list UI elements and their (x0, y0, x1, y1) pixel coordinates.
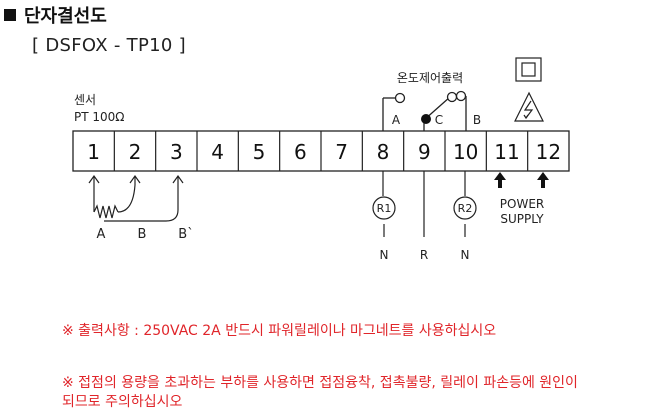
bullet-square-icon (4, 9, 16, 21)
title-row: 단자결선도 (0, 2, 107, 28)
sensor-type-label: PT 100Ω (74, 110, 124, 124)
terminal-9: 9 (418, 140, 431, 164)
relay-r1-label: R1 (377, 202, 392, 215)
sensor-letter-a: A (97, 227, 106, 242)
contact-c-label: C (435, 113, 443, 127)
terminal-11: 11 (494, 140, 519, 164)
caution-note: ※ 접점의 용량을 초과하는 부하를 사용하면 접점융착, 접촉불량, 릴레이 … (62, 374, 669, 412)
terminal-4: 4 (211, 140, 224, 164)
terminal-8: 8 (377, 140, 390, 164)
page-title: 단자결선도 (24, 6, 107, 27)
sensor-arrow-3 (172, 174, 184, 184)
caution-note-line2: 되므로 주의하십시오 (62, 394, 183, 410)
sensor-arrow-1 (88, 174, 100, 184)
terminal-7: 7 (335, 140, 348, 164)
output-wiring (372, 171, 477, 237)
sensor-label: 센서 (74, 93, 96, 107)
high-voltage-warning-icon (514, 91, 544, 122)
contact-b-label: B (473, 113, 481, 127)
output-label-r: R (420, 248, 428, 262)
terminal-12: 12 (536, 140, 561, 164)
sensor-letter-b-prime: B` (178, 227, 193, 242)
model-name: [ DSFOX - TP10 ] (32, 35, 186, 56)
contact-a-terminal (394, 92, 406, 104)
output-label-n2: N (461, 248, 470, 262)
terminal-5: 5 (253, 140, 266, 164)
contact-b-terminal-left (446, 91, 458, 103)
supply-label: SUPPLY (500, 212, 544, 226)
sensor-arrow-2 (129, 174, 141, 184)
power-arrow-11 (494, 172, 506, 188)
sensor-wire-2 (117, 184, 136, 213)
resistor-symbol (93, 204, 119, 219)
sensor-wiring (88, 174, 184, 222)
relay-r2-circle (453, 196, 477, 220)
power-supply-arrows (494, 172, 549, 188)
output-note: ※ 출력사항 : 250VAC 2A 반드시 파워릴레이나 마그네트를 사용하십… (62, 323, 497, 339)
contact-a-label: A (392, 113, 401, 127)
terminal-6: 6 (294, 140, 307, 164)
relay-r2-label: R2 (458, 202, 473, 215)
output-label-n1: N (380, 248, 389, 262)
terminal-10: 10 (453, 140, 478, 164)
caution-note-line1: ※ 접점의 용량을 초과하는 부하를 사용하면 접점융착, 접촉불량, 릴레이 … (62, 375, 578, 391)
terminal-3: 3 (170, 140, 183, 164)
power-arrow-12 (537, 172, 549, 188)
terminal-1: 1 (87, 140, 100, 164)
output-title: 온도제어출력 (397, 71, 463, 85)
terminal-2: 2 (129, 140, 142, 164)
ground-symbol (515, 57, 542, 82)
power-label: POWER (500, 197, 544, 211)
sensor-wire-3 (104, 209, 179, 222)
sensor-letter-b: B (138, 227, 147, 242)
relay-r1-circle (372, 196, 396, 220)
common-contact-dot (421, 114, 431, 124)
contact-b-terminal-right (455, 90, 467, 102)
